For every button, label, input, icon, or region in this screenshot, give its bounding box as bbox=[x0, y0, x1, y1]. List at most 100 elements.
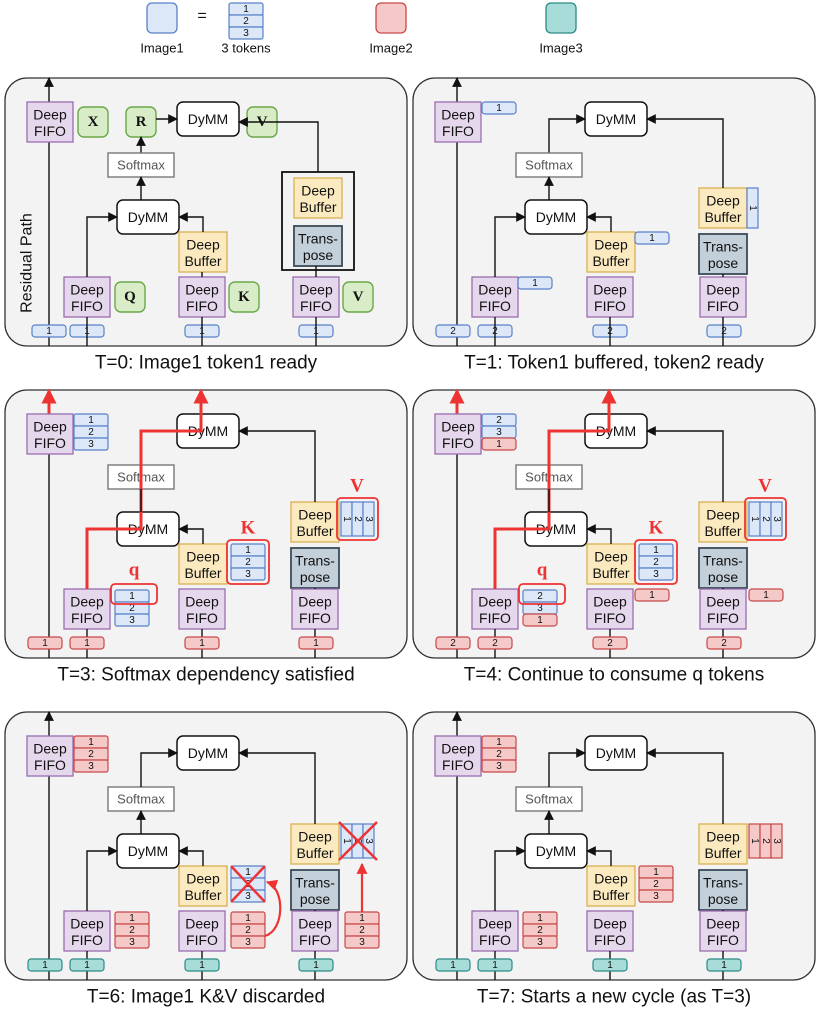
flow-arrow bbox=[493, 429, 585, 589]
dymm-label: DyMM bbox=[596, 111, 636, 127]
deep-fifo-line1: Deep bbox=[441, 418, 475, 434]
token-stack-row bbox=[114, 935, 150, 949]
deep-fifo-box bbox=[63, 910, 111, 952]
deep-buffer-box bbox=[586, 231, 636, 273]
deep-fifo-box bbox=[434, 413, 482, 455]
highlight-q-label: q bbox=[537, 560, 548, 581]
dymm-label: DyMM bbox=[536, 843, 576, 859]
token-stack: 123 bbox=[344, 911, 380, 949]
token-number: 2 bbox=[88, 749, 94, 760]
flow-arrow bbox=[586, 846, 612, 866]
deep-fifo-line1: Deep bbox=[706, 593, 740, 609]
token-chip-box bbox=[634, 231, 670, 245]
token-number: 1 bbox=[537, 913, 543, 924]
token-chip: 1 bbox=[27, 636, 63, 650]
legend-image1-swatch bbox=[146, 2, 178, 34]
token-stack-row bbox=[114, 613, 150, 627]
legend-image1-label: Image1 bbox=[140, 41, 183, 56]
token-number: 3 bbox=[243, 28, 249, 39]
deep-fifo-box bbox=[26, 413, 74, 455]
token-chip-box bbox=[31, 324, 67, 338]
token-chip-box bbox=[27, 958, 63, 972]
token-number: 1 bbox=[532, 278, 538, 289]
token-number: 2 bbox=[760, 516, 771, 522]
operand-v: V bbox=[342, 281, 374, 313]
dymm-unit: DyMM bbox=[584, 413, 648, 449]
flow-arrow bbox=[494, 846, 526, 911]
deep-fifo-line1: Deep bbox=[70, 281, 104, 297]
deep-fifo-box bbox=[471, 276, 519, 318]
operand-k-box bbox=[228, 281, 260, 313]
highlight-v-label: V bbox=[350, 476, 364, 497]
deep-fifo-line2: FIFO bbox=[34, 757, 66, 773]
token-chip: 1 bbox=[634, 231, 670, 245]
token-chip: 1 bbox=[31, 324, 67, 338]
dymm-unit: DyMM bbox=[176, 735, 240, 771]
deep-fifo-line2: FIFO bbox=[707, 298, 739, 314]
deep-fifo-line2: FIFO bbox=[594, 298, 626, 314]
token-stack: 123 bbox=[228, 2, 264, 40]
panel-3: T=4: Continue to consume q tokensDeepFIF… bbox=[412, 388, 816, 686]
deep-fifo-line2: FIFO bbox=[299, 610, 331, 626]
deep-buffer-line1: Deep bbox=[301, 182, 335, 198]
token-number: 3 bbox=[359, 937, 365, 948]
transpose-unit: Trans-pose bbox=[293, 225, 343, 267]
token-chip-box bbox=[298, 958, 334, 972]
transpose-unit-line1: Trans- bbox=[298, 230, 338, 246]
transpose-unit-box bbox=[698, 869, 748, 911]
token-stack-col bbox=[770, 823, 783, 859]
token-chip: 2 bbox=[706, 636, 742, 650]
token-number: 2 bbox=[607, 638, 613, 649]
token-chip: 1 bbox=[184, 958, 220, 972]
deep-buffer-box bbox=[698, 823, 748, 865]
softmax-box bbox=[515, 152, 583, 178]
token-chip: 1 bbox=[522, 613, 558, 627]
deep-buffer-line2: Buffer bbox=[704, 209, 741, 225]
token-chip-box bbox=[481, 101, 517, 115]
deep-fifo-box bbox=[26, 101, 74, 143]
token-number: 2 bbox=[653, 879, 659, 890]
dymm-label: DyMM bbox=[536, 521, 576, 537]
deep-buffer-line1: Deep bbox=[594, 548, 628, 564]
token-number: 1 bbox=[245, 913, 251, 924]
token-chip: 1 bbox=[748, 588, 784, 602]
token-stack-row bbox=[638, 889, 674, 903]
token-chip-box bbox=[69, 636, 105, 650]
token-number: 1 bbox=[88, 415, 94, 426]
deep-buffer-line2: Buffer bbox=[592, 887, 629, 903]
legend-image2-swatch bbox=[375, 2, 407, 34]
flow-arrow bbox=[548, 748, 586, 787]
deep-fifo-line1: Deep bbox=[593, 593, 627, 609]
token-number: 1 bbox=[496, 737, 502, 748]
transpose-unit: Trans-pose bbox=[698, 547, 748, 589]
token-number: 1 bbox=[42, 638, 48, 649]
token-stack-col bbox=[362, 501, 375, 537]
deep-fifo-line2: FIFO bbox=[186, 932, 218, 948]
deep-buffer-box bbox=[178, 231, 228, 273]
flow-arrow bbox=[585, 388, 617, 433]
deep-fifo-line1: Deep bbox=[33, 418, 67, 434]
token-chip-box bbox=[522, 613, 558, 627]
dymm-unit: DyMM bbox=[524, 199, 588, 235]
token-chip: 1 bbox=[481, 101, 517, 115]
operand-q: Q bbox=[114, 281, 146, 313]
token-number: 3 bbox=[771, 838, 782, 844]
highlight-q-label: q bbox=[129, 560, 140, 581]
softmax-box bbox=[107, 152, 175, 178]
deep-buffer-line1: Deep bbox=[298, 506, 332, 522]
deep-buffer-line1: Deep bbox=[706, 192, 740, 208]
token-number: 1 bbox=[649, 233, 655, 244]
token-chip-box bbox=[481, 437, 517, 451]
deep-buffer-line1: Deep bbox=[706, 828, 740, 844]
token-chip: 1 bbox=[184, 636, 220, 650]
